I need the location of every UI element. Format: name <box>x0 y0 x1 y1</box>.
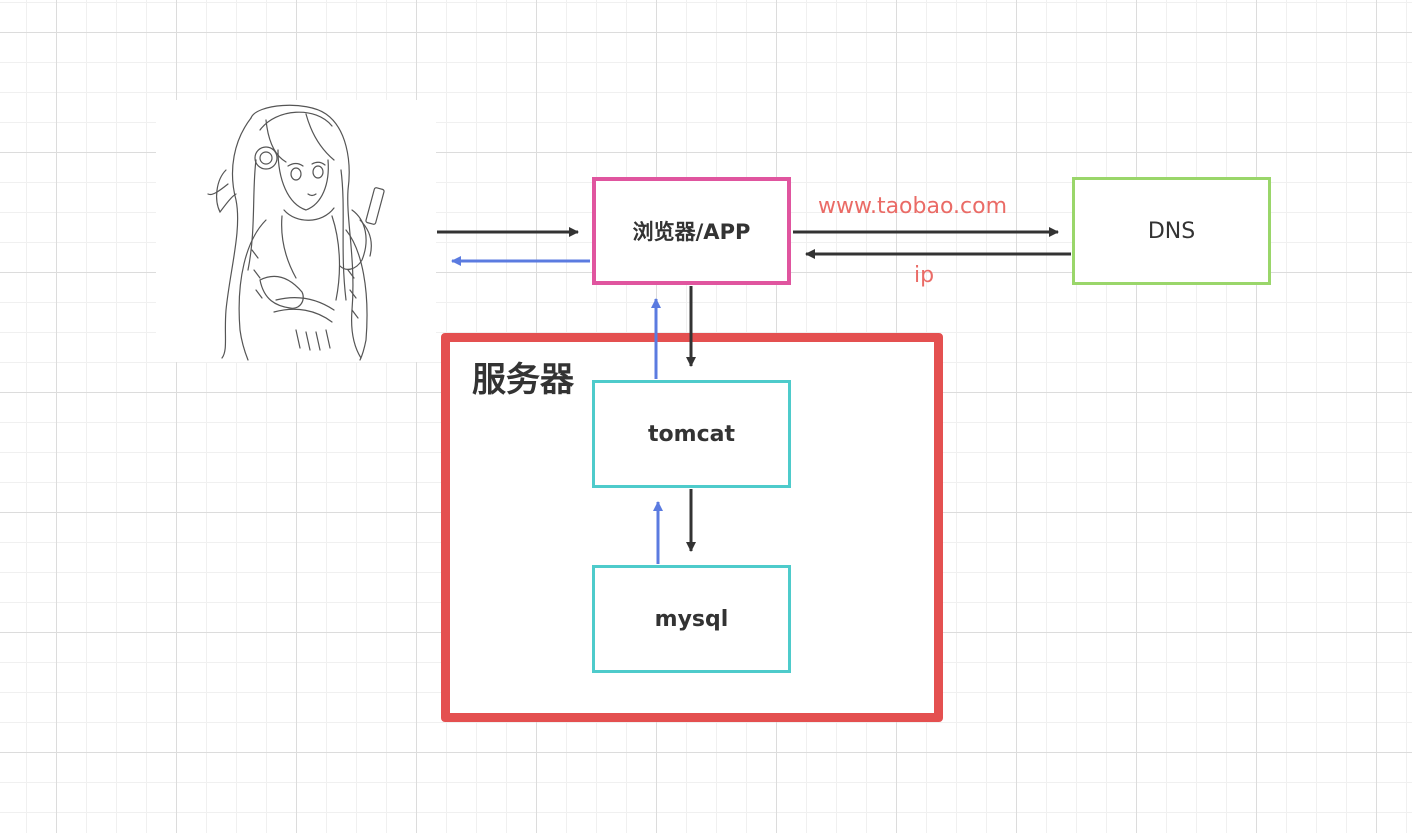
dns-node[interactable]: DNS <box>1072 177 1271 285</box>
user-sketch-icon <box>207 104 385 361</box>
url-edge-label: www.taobao.com <box>818 194 1008 219</box>
browser-app-node[interactable]: 浏览器/APP <box>592 177 791 285</box>
ip-edge-label: ip <box>914 263 935 288</box>
server-label: 服务器 <box>472 360 574 400</box>
tomcat-node[interactable]: tomcat <box>592 380 791 488</box>
user-illustration <box>156 100 436 362</box>
mysql-node[interactable]: mysql <box>592 565 791 673</box>
